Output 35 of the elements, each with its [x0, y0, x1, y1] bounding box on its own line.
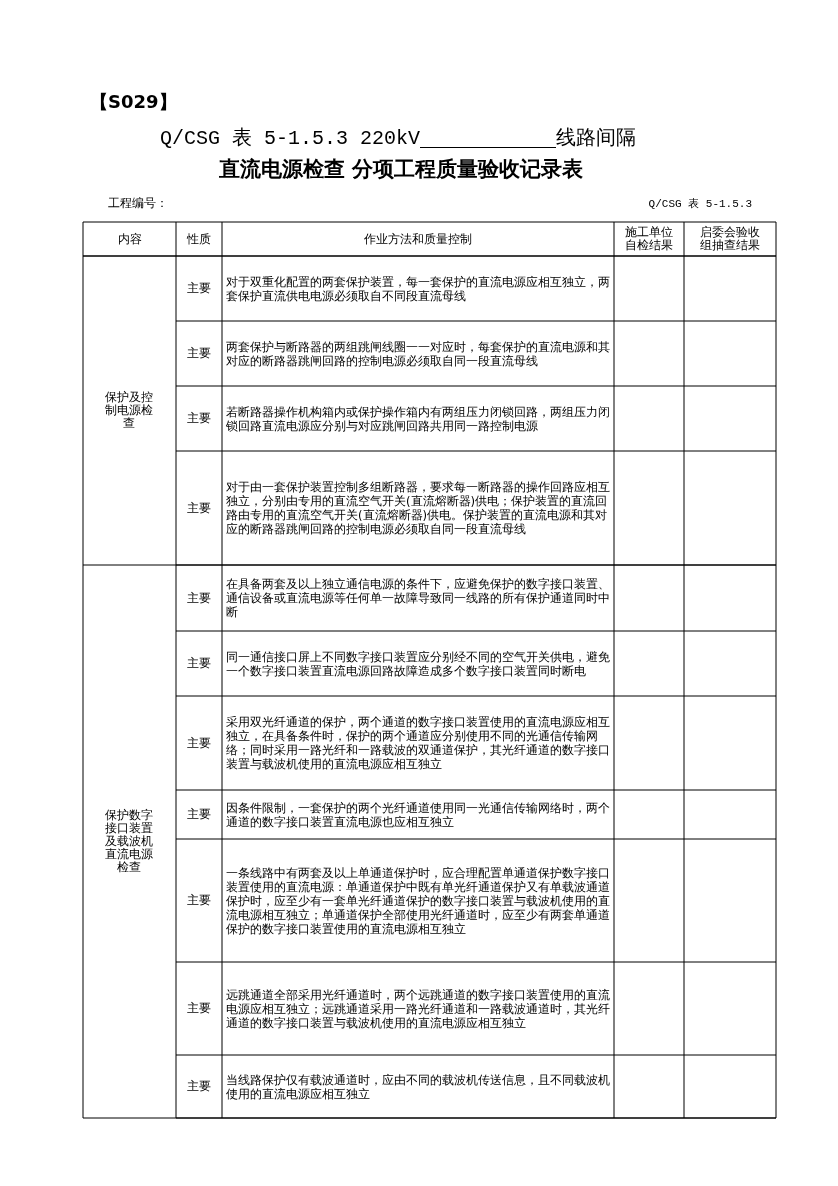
level-text: 主要: [187, 1000, 211, 1017]
category-text: 保护及控制电源检查: [104, 391, 155, 430]
title-text: Q/CSG 表 5-1.5.3 220kV: [160, 127, 421, 150]
level-text: 主要: [187, 655, 211, 672]
form-number: Q/CSG 表 5-1.5.3: [648, 197, 752, 211]
requirement-text: 采用双光纤通道的保护，两个通道的数字接口装置使用的直流电源应相互独立，在具备条件时，保护的两个通道应分别使用不同的光通信传输网络；同时采用一路光纤和一路载波的双通道保护，其光纤通道的数字接口装置与载波机使用的直流电源应相互独立: [226, 715, 610, 771]
requirement-text: 在具备两套及以上独立通信电源的条件下，应避免保护的数字接口装置、通信设备或直流电源等任何单一故障导致同一线路的所有保护通道同时中断: [226, 577, 610, 619]
column-header: 施工单位自检结果: [624, 226, 674, 252]
requirement-text: 因条件限制，一套保护的两个光纤通道使用同一光通信传输网络时，两个通道的数字接口装置直流电源也应相互独立: [226, 800, 610, 829]
column-header: 内容: [117, 232, 142, 246]
level-text: 主要: [187, 589, 211, 607]
requirement-text: 两套保护与断路器的两组跳闸线圈一一对应时，每套保护的直流电源和其对应的断路器跳闸回路的控制电源必须取自同一段直流母线: [226, 339, 610, 368]
field-label: 工程编号：: [108, 195, 168, 212]
level-text: 主要: [187, 892, 211, 909]
level-text: 主要: [187, 280, 211, 297]
title-text: 线路间隔: [556, 125, 637, 149]
requirement-text: 远跳通道全部采用光纤通道时，两个远跳通道的数字接口装置使用的直流电源应相互独立；远跳通道采用一路光纤通道和一路载波通道时，其光纤通道的数字接口装置与载波机使用的直流电源应相互独立: [226, 987, 610, 1030]
level-text: 主要: [187, 410, 211, 427]
level-text: 主要: [187, 734, 211, 752]
requirement-text: 对于双重化配置的两套保护装置，每一套保护的直流电源应相互独立，两套保护直流供电电源必须取自不同段直流母线: [226, 274, 610, 303]
level-text: 主要: [187, 499, 211, 517]
requirement-text: 对于由一套保护装置控制多组断路器，要求每一断路器的操作回路应相互独立，分别由专用的直流空气开关(直流熔断器)供电；保护装置的直流回路由专用的直流空气开关(直流熔断器)供电。保护装置的直流电源和其对应的断路器跳闸回路的控制电源必须取自同一段直流母线: [226, 480, 610, 536]
level-text: 主要: [187, 806, 211, 823]
category-text: 保护数字接口装置及载波机直流电源检查: [104, 809, 155, 874]
column-header: 作业方法和质量控制: [364, 232, 472, 246]
column-header: 性质: [187, 232, 211, 246]
level-text: 主要: [187, 1078, 211, 1095]
title-text: 直流电源检查 分项工程质量验收记录表: [219, 156, 584, 183]
level-text: 主要: [187, 345, 211, 362]
requirement-text: 同一通信接口屏上不同数字接口装置应分别经不同的空气开关供电，避免一个数字接口装置直流电源回路故障造成多个数字接口装置同时断电: [226, 649, 610, 678]
section-number: 【S029】: [90, 90, 177, 114]
column-header: 启委会验收组抽查结果: [699, 226, 761, 252]
requirement-text: 当线路保护仅有载波通道时，应由不同的载波机传送信息，且不同载波机使用的直流电源应相互独立: [226, 1072, 610, 1101]
requirement-text: 若断路器操作机构箱内或保护操作箱内有两组压力闭锁回路，两组压力闭锁回路直流电源应分别与对应跳闸回路共用同一路控制电源: [226, 404, 610, 433]
requirement-text: 一条线路中有两套及以上单通道保护时，应合理配置单通道保护数字接口装置使用的直流电源：单通道保护中既有单光纤通道保护又有单载波通道保护时，应至少有一套单光纤通道保护的数字接口装置与载波机使用的直流电源相互独立；单通道保护全部使用光纤通道时，应至少有两套单通道保护的数字接口装置使用的直流电源相互独立: [226, 865, 610, 936]
